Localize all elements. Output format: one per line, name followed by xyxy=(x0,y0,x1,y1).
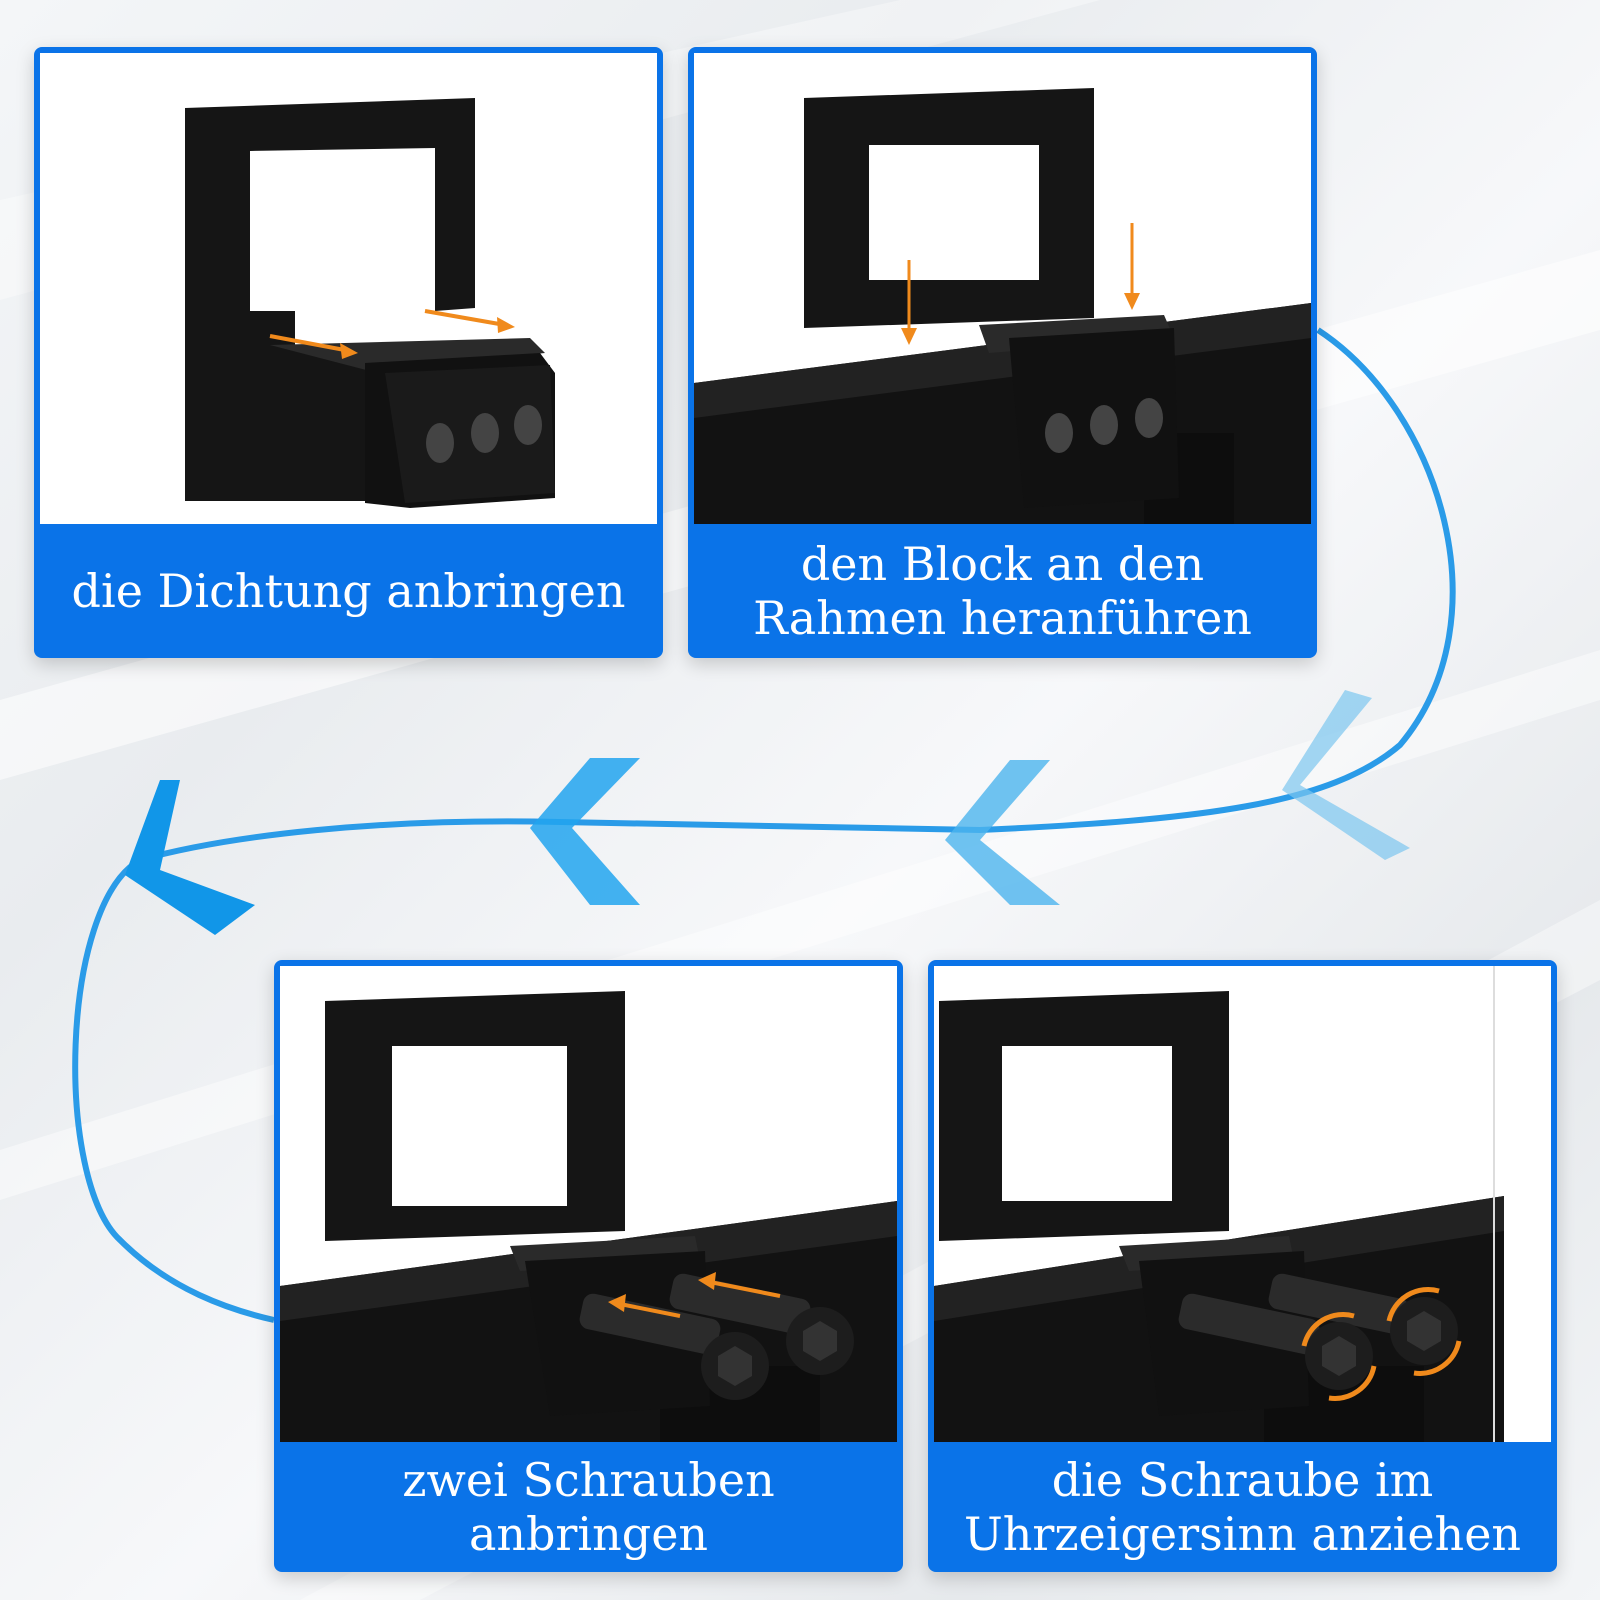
step-2-caption: den Block an den Rahmen heranführen xyxy=(753,537,1252,645)
step-card-2: den Block an den Rahmen heranführen xyxy=(688,47,1317,658)
bolts-insertion-illustration xyxy=(280,966,897,1442)
bolts-tightening-illustration xyxy=(934,966,1551,1442)
bracket-on-frame-illustration xyxy=(694,53,1311,524)
step-2-photo xyxy=(694,53,1311,524)
step-4-photo xyxy=(934,966,1551,1442)
step-card-1: die Dichtung anbringen xyxy=(34,47,663,658)
chevron-arrow-icon xyxy=(530,758,640,905)
chevron-arrow-icon xyxy=(125,780,255,935)
mounting-bracket-illustration xyxy=(40,53,657,524)
step-card-4: die Schraube im Uhrzeigersinn anziehen xyxy=(928,960,1557,1572)
chevron-arrow-icon xyxy=(1282,690,1410,860)
flow-line xyxy=(72,327,1456,1323)
step-1-caption: die Dichtung anbringen xyxy=(71,564,626,618)
step-card-3: zwei Schrauben anbringen xyxy=(274,960,903,1572)
step-3-caption: zwei Schrauben anbringen xyxy=(402,1453,775,1561)
chevron-arrow-icon xyxy=(945,760,1060,905)
step-4-caption: die Schraube im Uhrzeigersinn anziehen xyxy=(963,1453,1522,1561)
step-1-photo xyxy=(40,53,657,524)
step-3-photo xyxy=(280,966,897,1442)
